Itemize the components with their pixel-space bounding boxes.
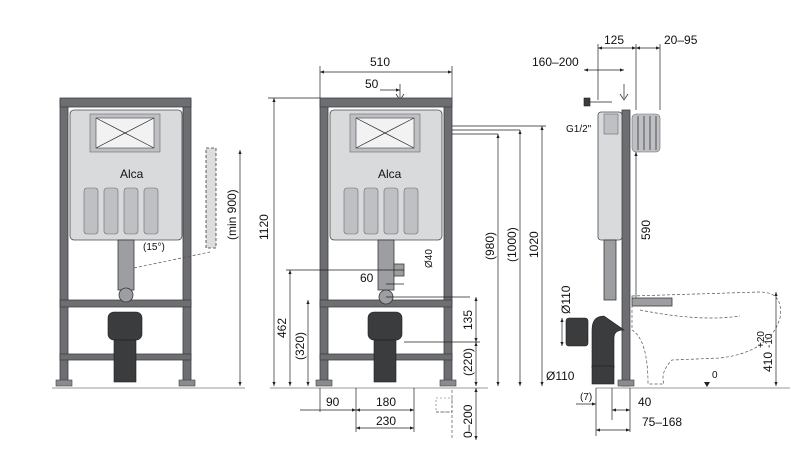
dim-50: 50 [365,77,379,91]
dim-462: 462 [275,318,289,338]
dim-410-tol-minus: -10 [764,333,775,348]
dim-135: 135 [461,310,475,330]
dim-d110-bottom: Ø110 [546,369,575,383]
dim-d110-top: Ø110 [559,285,573,314]
brand-logo-2: Alca [378,167,402,181]
dim-40: 40 [638,395,652,409]
dim-590: 590 [639,220,653,240]
dim-230: 230 [376,414,396,428]
dim-320: (320) [293,332,307,360]
dim-125: 125 [604,33,624,47]
dim-180: 180 [376,395,396,409]
dim-160-200: 160–200 [532,55,579,69]
dim-75-168: 75–168 [642,415,682,429]
dim-60: 60 [360,271,374,285]
front-view-middle: 510 50 Alca Ø40 60 4 [270,55,546,440]
dim-980: (980) [483,232,497,260]
dim-d40: Ø40 [424,249,435,268]
brand-logo: Alca [120,167,144,181]
dim-410-tol-plus: +20 [756,331,767,348]
dim-20-95: 20–95 [664,33,698,47]
dim-220: (220) [461,348,475,376]
dim-1020: 1020 [527,231,541,258]
floor-zero-label: 0 [712,370,718,381]
dim-510: 510 [370,55,390,69]
side-view-right: 125 20–95 160–200 G1/2" 590 Ø110 [532,33,790,436]
dim-total-height: 1120 [257,97,320,386]
dim-min-height: (min 900) [225,189,239,240]
dim-1000: (1000) [505,227,519,262]
dim-0-200: 0–200 [461,404,475,438]
dim-90: 90 [326,395,340,409]
dim-1120: 1120 [257,214,271,240]
dim-gap-7: (7) [580,392,592,403]
dim-410: 410 [761,352,775,372]
front-view-left: Alca (15°) (min 900) [52,97,245,389]
angle-label: (15°) [143,242,165,253]
thread-label: G1/2" [566,124,592,135]
